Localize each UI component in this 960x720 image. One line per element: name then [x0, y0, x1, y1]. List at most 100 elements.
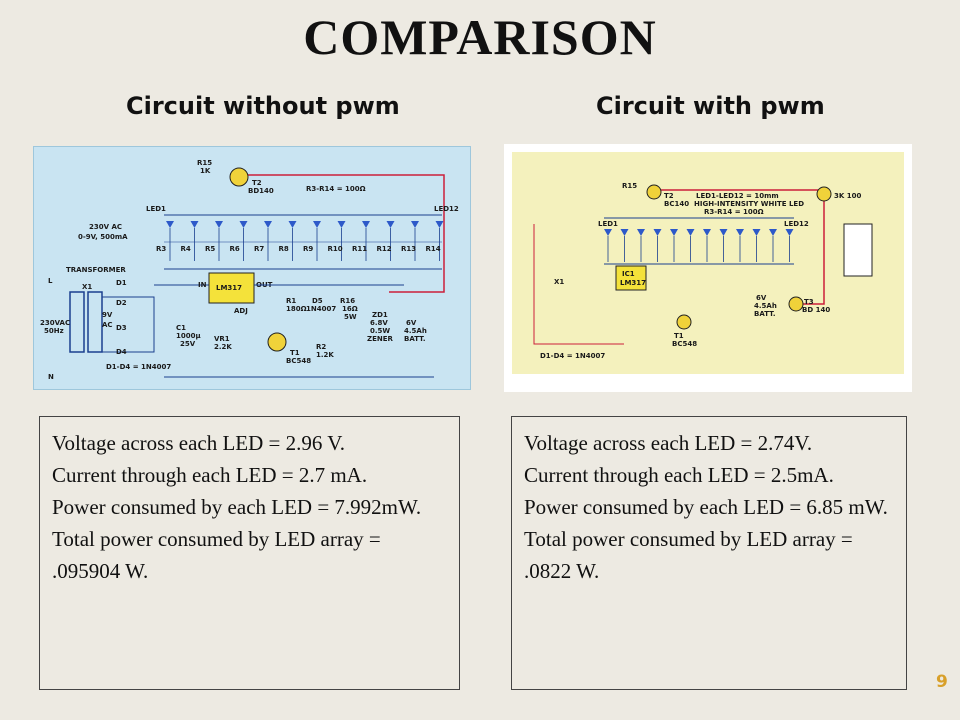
rlabel-t1: T1: [674, 332, 684, 340]
right-led-3: [637, 229, 645, 236]
label-c1: C1: [176, 324, 186, 332]
label-zd1: ZD1: [372, 311, 388, 319]
label-t1: T1: [290, 349, 300, 357]
rlabel-batt-ah: 4.5Ah: [754, 302, 777, 310]
left-resistor-label-10: R12: [377, 245, 392, 253]
label-zd1-v: 6.8V: [370, 319, 388, 327]
label-r1-val: 180Ω: [286, 305, 307, 313]
label-d3: D3: [116, 324, 127, 332]
rlabel-ic-val: LM317: [620, 279, 646, 287]
right-led-9: [736, 229, 744, 236]
right-led-12: [785, 229, 794, 236]
rlabel-t2-val: BC140: [664, 200, 689, 208]
left-led-2: [190, 221, 199, 228]
label-d5-val: 1N4007: [306, 305, 336, 313]
label-transformer: TRANSFORMER: [66, 266, 126, 274]
label-adj: ADJ: [234, 307, 248, 315]
label-d5: D5: [312, 297, 323, 305]
rlabel-r-top: 3K 100: [834, 192, 861, 200]
left-led-12: [435, 221, 444, 228]
spec-current: Current through each LED = 2.5mA.: [524, 463, 834, 487]
right-led-4: [653, 229, 662, 236]
right-led-6: [686, 229, 695, 236]
specs-without-pwm: Voltage across each LED = 2.96 V. Curren…: [39, 416, 460, 690]
label-hz: 50Hz: [44, 327, 64, 335]
label-r1: R1: [286, 297, 296, 305]
rlabel-t1-val: BC548: [672, 340, 697, 348]
label-mains: 230VAC: [40, 319, 70, 327]
left-led-3: [215, 221, 223, 228]
specs-with-pwm: Voltage across each LED = 2.74V. Current…: [511, 416, 907, 690]
rlabel-ic: IC1: [622, 270, 635, 278]
label-ac: 230V AC: [89, 223, 122, 231]
label-zener: ZENER: [367, 335, 393, 343]
rlabel-r3-r14: R3-R14 = 100Ω: [704, 208, 764, 216]
label-d1: D1: [116, 279, 127, 287]
label-batt-ah: 4.5Ah: [404, 327, 427, 335]
left-led-4: [239, 221, 248, 228]
spec-power-each: Power consumed by each LED = 7.992mW.: [52, 495, 422, 519]
label-vr1-val: 2.2K: [214, 343, 232, 351]
spec-voltage: Voltage across each LED = 2.74V.: [524, 431, 813, 455]
label-sec: 9V: [102, 311, 113, 319]
left-led-11: [411, 221, 419, 228]
left-resistor-label-4: R6: [230, 245, 240, 253]
rlabel-led12: LED12: [784, 220, 809, 228]
label-batt-lbl: BATT.: [404, 335, 426, 343]
rlabel-t3-val: BD 140: [802, 306, 830, 314]
label-t2: T2: [252, 179, 262, 187]
left-led-6: [288, 221, 297, 228]
label-in: IN: [198, 281, 207, 289]
label-n: N: [48, 373, 54, 381]
left-heading: Circuit without pwm: [126, 92, 400, 120]
right-led-11: [769, 229, 777, 236]
rlabel-batt: 6V: [756, 294, 767, 302]
label-x1: X1: [82, 283, 92, 291]
right-led-10: [752, 229, 761, 236]
spec-power-each: Power consumed by each LED = 6.85 mW.: [524, 495, 888, 519]
left-resistor-label-7: R9: [303, 245, 313, 253]
rlabel-r15: R15: [622, 182, 637, 190]
right-led-1: [604, 229, 612, 236]
left-resistor-label-3: R5: [205, 245, 215, 253]
rlabel-led-note: LED1-LED12 = 10mm: [696, 192, 779, 200]
left-resistor-label-6: R8: [279, 245, 289, 253]
rlabel-x1: X1: [554, 278, 564, 286]
label-ic: LM317: [216, 284, 242, 292]
left-resistor-label-12: R14: [426, 245, 441, 253]
spec-current: Current through each LED = 2.7 mA.: [52, 463, 368, 487]
right-led-5: [670, 229, 678, 236]
label-zd1-w: 0.5W: [370, 327, 390, 335]
rlabel-led1: LED1: [598, 220, 618, 228]
label-led12: LED12: [434, 205, 459, 213]
left-led-7: [313, 221, 321, 228]
rlabel-batt-lbl: BATT.: [754, 310, 776, 318]
left-led-1: [166, 221, 174, 228]
rlabel-t3: T3: [804, 298, 814, 306]
left-led-5: [264, 221, 272, 228]
left-resistor-label-8: R10: [328, 245, 343, 253]
right-heading: Circuit with pwm: [596, 92, 825, 120]
left-resistor-label-5: R7: [254, 245, 264, 253]
left-led-10: [386, 221, 395, 228]
label-t2-val: BD140: [248, 187, 274, 195]
label-vr1: VR1: [214, 335, 230, 343]
label-l: L: [48, 277, 53, 285]
label-d2: D2: [116, 299, 127, 307]
label-c1-val: 1000µ: [176, 332, 201, 340]
right-led-8: [719, 229, 728, 236]
left-resistor-label-11: R13: [401, 245, 416, 253]
label-r3-r14: R3-R14 = 100Ω: [306, 185, 366, 193]
label-led1: LED1: [146, 205, 166, 213]
right-led-7: [703, 229, 711, 236]
label-d4: D4: [116, 348, 127, 356]
label-t1-val: BC548: [286, 357, 311, 365]
label-rating: 0-9V, 500mA: [78, 233, 128, 241]
label-r2-val: 1.2K: [316, 351, 334, 359]
rlabel-d1-d4: D1-D4 = 1N4007: [540, 352, 605, 360]
right-led-2: [620, 229, 629, 236]
left-led-9: [362, 221, 370, 228]
left-resistor-label-9: R11: [352, 245, 367, 253]
label-c1-v: 25V: [180, 340, 196, 348]
